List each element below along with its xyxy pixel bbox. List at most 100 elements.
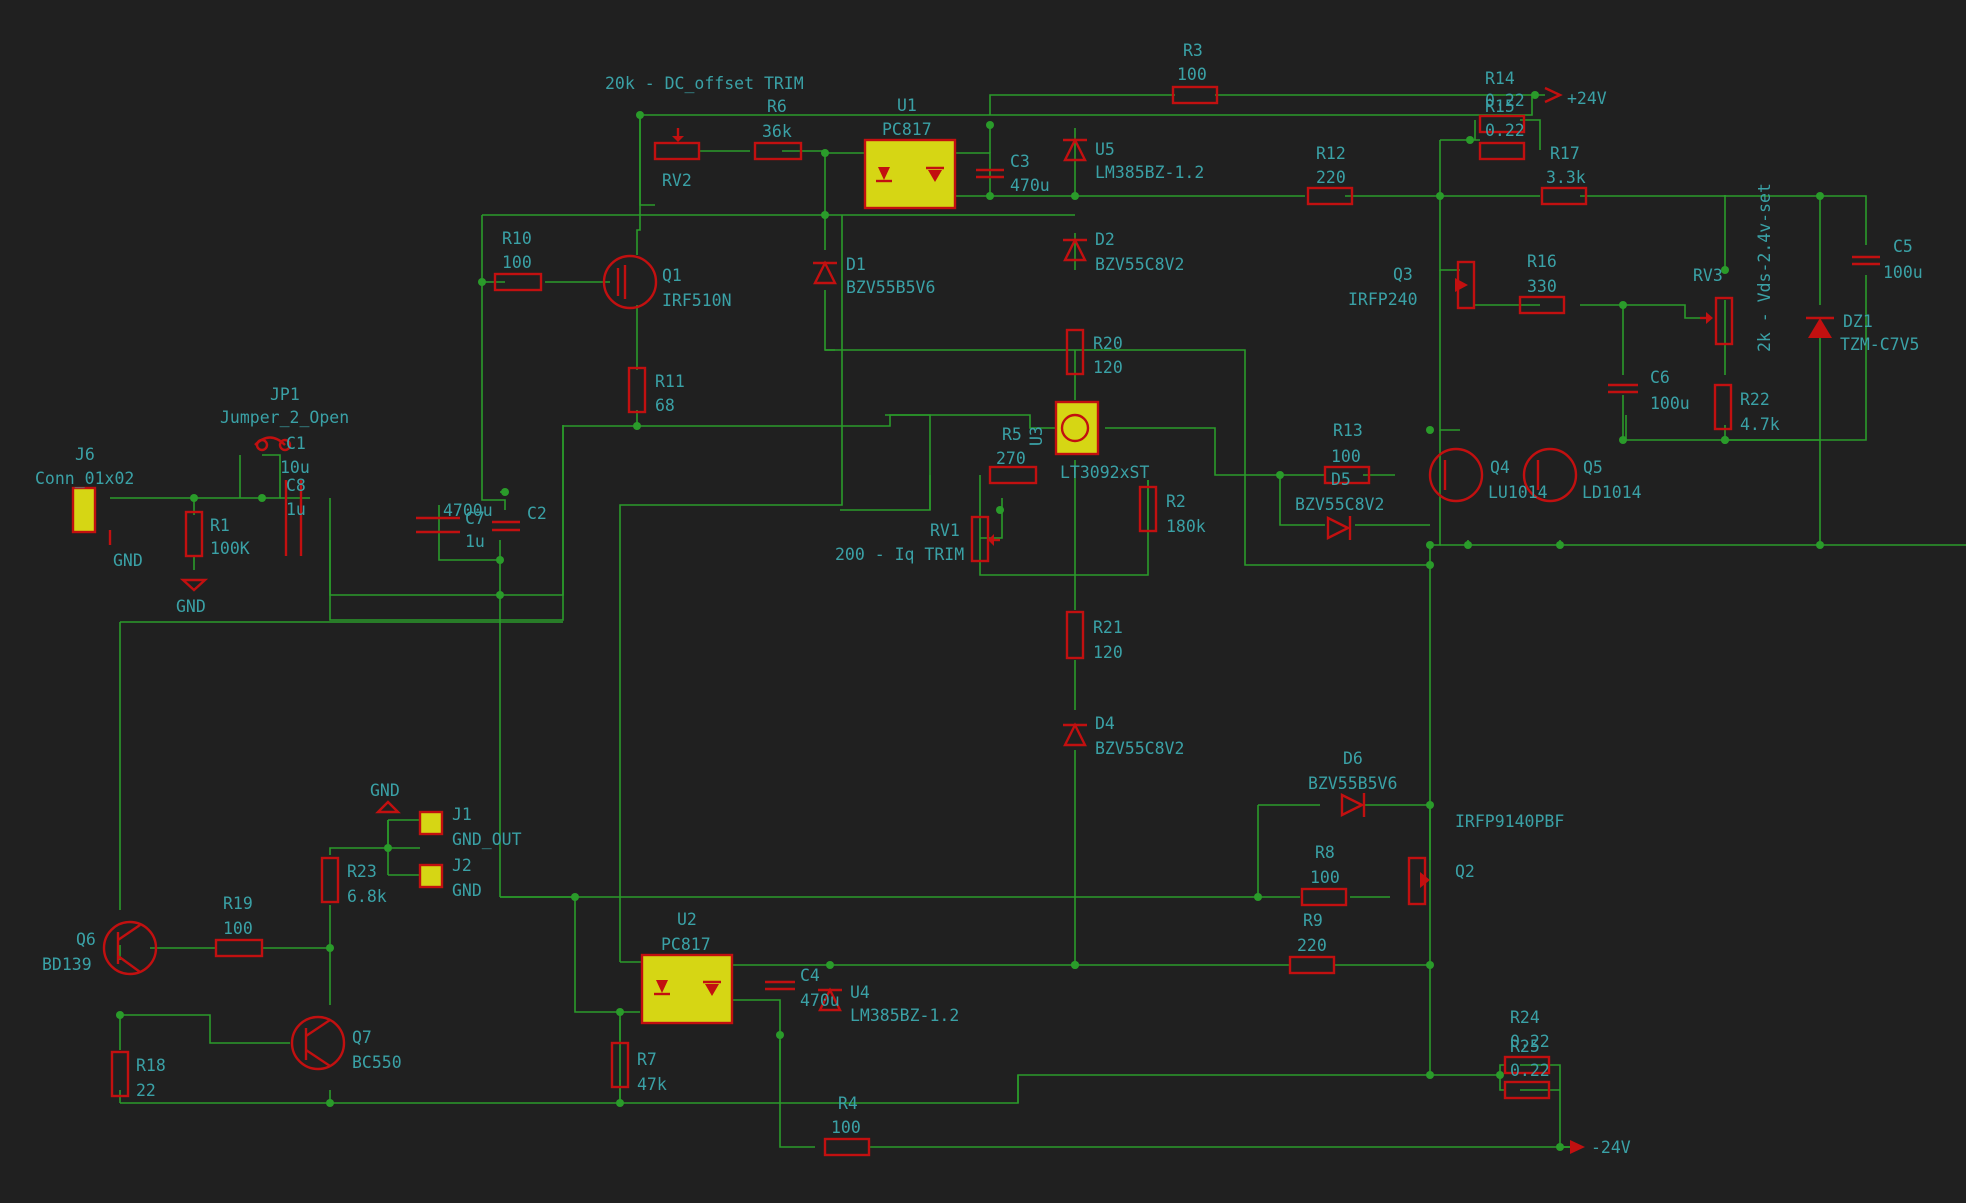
label-j1-value: GND_OUT <box>452 830 522 849</box>
resistor-r23 <box>320 856 340 904</box>
label-r3-ref: R3 <box>1183 41 1203 60</box>
label-r6-value: 36k <box>762 122 792 141</box>
capacitor-c3 <box>976 168 1004 179</box>
label-q6-value: BD139 <box>42 955 92 974</box>
label-r3-value: 100 <box>1177 65 1207 84</box>
resistor-r2 <box>1138 485 1158 533</box>
optocoupler-u2 <box>640 953 734 1025</box>
resistor-r3 <box>1171 85 1219 105</box>
label-d4-ref: D4 <box>1095 714 1115 733</box>
label-dz1-value: TZM-C7V5 <box>1840 335 1919 354</box>
label-r2-value: 180k <box>1166 517 1206 536</box>
resistor-r14 <box>1478 114 1526 134</box>
label-r11-value: 68 <box>655 396 675 415</box>
label-q2-value: IRFP9140PBF <box>1455 812 1564 831</box>
label-r20-value: 120 <box>1093 358 1123 377</box>
label-rv3-ref: RV3 <box>1693 266 1723 285</box>
transistors <box>102 254 1578 1071</box>
resistor-r15 <box>1478 141 1526 161</box>
label-r6-ref: R6 <box>767 97 787 116</box>
label-r25-ref: R25 <box>1510 1037 1540 1056</box>
label-q3-value: IRFP240 <box>1348 290 1418 309</box>
label-q6-ref: Q6 <box>76 930 96 949</box>
resistor-r18 <box>110 1050 130 1098</box>
potentiometer-rv1 <box>970 515 990 563</box>
labels: 20k - DC_offset TRIM R3 100 R14 0.22 R15… <box>35 41 1923 1157</box>
label-c3-ref: C3 <box>1010 152 1030 171</box>
resistor-r5 <box>988 465 1038 485</box>
resistor-r4 <box>823 1137 871 1157</box>
label-u4-ref: U4 <box>850 983 870 1002</box>
label-jp1-value: Jumper_2_Open <box>220 408 349 427</box>
label-r16-value: 330 <box>1527 277 1557 296</box>
label-d1-value: BZV55B5V6 <box>846 278 935 297</box>
diode-d4 <box>1063 722 1087 747</box>
resistor-r13 <box>1323 465 1371 485</box>
label-r17-value: 3.3k <box>1546 168 1586 187</box>
label-c4-value: 470u <box>800 991 840 1010</box>
label-rv2-ref: RV2 <box>662 171 692 190</box>
label-r15-value: 0.22 <box>1485 121 1525 140</box>
resistor-r16 <box>1518 295 1566 315</box>
mosfet-q4 <box>1428 447 1484 503</box>
resistor-r24 <box>1503 1055 1551 1075</box>
integrated-circuits <box>640 138 1100 1025</box>
label-gnd-c: GND <box>370 781 400 800</box>
junctions <box>116 91 1824 1151</box>
label-u3-value: LT3092xST <box>1060 463 1149 482</box>
label-r14-value: 0.22 <box>1485 91 1525 110</box>
label-r2-ref: R2 <box>1166 492 1186 511</box>
label-r15-ref: R15 <box>1485 97 1515 116</box>
label-c6-value: 100u <box>1650 394 1690 413</box>
label-r1-ref: R1 <box>210 516 230 535</box>
mosfet-q3 <box>1455 260 1476 310</box>
resistor-r6 <box>753 141 803 161</box>
resistor-r22 <box>1713 383 1733 431</box>
label-j1-ref: J1 <box>452 805 472 824</box>
label-r22-value: 4.7k <box>1740 415 1780 434</box>
label-c4-ref: C4 <box>800 966 820 985</box>
label-j6-value: Conn_01x02 <box>35 469 134 488</box>
label-vp-net: +24V <box>1567 89 1607 108</box>
label-c5-ref: C5 <box>1893 237 1913 256</box>
capacitor-c5 <box>1852 255 1880 266</box>
label-u2-ref: U2 <box>677 910 697 929</box>
label-q2-ref: Q2 <box>1455 862 1475 881</box>
label-r4-value: 100 <box>831 1118 861 1137</box>
bjt-q7 <box>290 1015 346 1071</box>
resistor-r1 <box>184 510 204 558</box>
label-u5-ref: U5 <box>1095 140 1115 159</box>
label-r21-ref: R21 <box>1093 618 1123 637</box>
label-jp1-ref: JP1 <box>270 385 300 404</box>
resistors <box>214 85 1588 1157</box>
bjt-q6 <box>102 920 158 976</box>
label-c5-value: 100u <box>1883 263 1923 282</box>
label-q4-value: LU1014 <box>1488 483 1548 502</box>
label-vn-net: -24V <box>1591 1138 1631 1157</box>
diode-u5 <box>1063 137 1087 162</box>
label-r16-ref: R16 <box>1527 252 1557 271</box>
capacitors <box>284 168 1880 1012</box>
diode-dz1 <box>1806 316 1834 338</box>
label-r18-ref: R18 <box>136 1056 166 1075</box>
label-r9-value: 220 <box>1297 936 1327 955</box>
resistor-r8 <box>1300 887 1348 907</box>
label-c6-ref: C6 <box>1650 368 1670 387</box>
resistor-r10 <box>493 272 543 292</box>
resistor-r20 <box>1065 328 1085 376</box>
label-rv1-ref: RV1 <box>930 521 960 540</box>
label-u3-ref: U3 <box>1027 426 1046 446</box>
label-c1-value: 10u <box>280 458 310 477</box>
mosfet-q2 <box>1407 856 1430 906</box>
diode-d5 <box>1326 516 1352 540</box>
label-q7-ref: Q7 <box>352 1028 372 1047</box>
label-r21-value: 120 <box>1093 643 1123 662</box>
resistor-r9 <box>1288 955 1336 975</box>
label-d2-value: BZV55C8V2 <box>1095 255 1184 274</box>
label-r7-ref: R7 <box>637 1050 657 1069</box>
diode-d6 <box>1340 793 1366 817</box>
label-r8-ref: R8 <box>1315 843 1335 862</box>
label-r12-ref: R12 <box>1316 144 1346 163</box>
label-c3-value: 470u <box>1010 176 1050 195</box>
